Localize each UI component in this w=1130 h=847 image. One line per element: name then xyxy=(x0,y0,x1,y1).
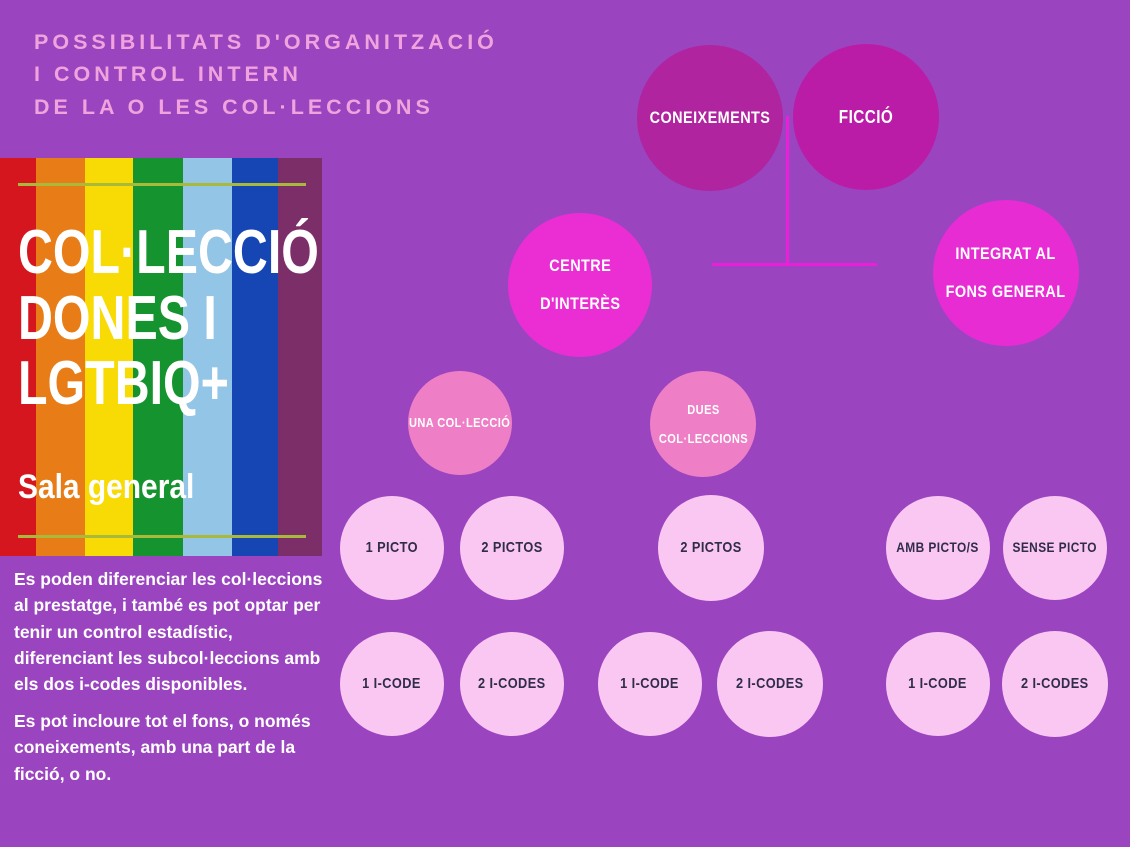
node-picto-1-label: 1 PICTO xyxy=(365,539,419,557)
note-paragraph-1: Es poden diferenciar les col·leccions al… xyxy=(14,569,323,694)
red-stripe xyxy=(0,158,36,556)
node-icodes-2-left: 2 I-CODES xyxy=(460,632,564,736)
node-ficcio: FICCIÓ xyxy=(793,44,939,190)
node-icode-1-mid: 1 I-CODE xyxy=(598,632,702,736)
node-icodes-2-right-label: 2 I-CODES xyxy=(1021,675,1089,693)
poster-heading-line-3: LGTBIQ+ xyxy=(18,349,229,419)
node-una-colleccio: UNA COL·LECCIÓ xyxy=(408,371,512,475)
poster-heading: COL·LECCIÓ DONES I LGTBIQ+ xyxy=(18,220,319,417)
node-sense-picto-label: SENSE PICTO xyxy=(1012,539,1098,556)
node-sense-picto: SENSE PICTO xyxy=(1003,496,1107,600)
pride-flag-poster: COL·LECCIÓ DONES I LGTBIQ+ Sala general xyxy=(0,158,322,556)
note-paragraph-2: Es pot incloure tot el fons, o només con… xyxy=(14,711,311,784)
node-pictos-2-left: 2 PICTOS xyxy=(460,496,564,600)
node-icodes-2-mid-label: 2 I-CODES xyxy=(736,675,804,693)
node-icodes-2-left-label: 2 I-CODES xyxy=(478,675,546,693)
node-icode-1-right: 1 I-CODE xyxy=(886,632,990,736)
green-stripe xyxy=(133,158,183,556)
light-blue-stripe xyxy=(183,158,232,556)
yellow-stripe xyxy=(85,158,133,556)
node-pictos-2-left-label: 2 PICTOS xyxy=(481,539,543,557)
node-ficcio-label: FICCIÓ xyxy=(838,106,894,127)
page-title-line-2: I CONTROL INTERN xyxy=(34,62,302,87)
page-title: POSSIBILITATS D'ORGANITZACIÓ I CONTROL I… xyxy=(34,26,498,123)
node-amb-pictos-label: AMB PICTO/S xyxy=(896,539,980,556)
node-amb-pictos: AMB PICTO/S xyxy=(886,496,990,600)
node-icodes-2-right: 2 I-CODES xyxy=(1002,631,1108,737)
connector-horizontal-line xyxy=(712,263,877,266)
node-una-colleccio-label: UNA COL·LECCIÓ xyxy=(409,415,511,431)
node-coneixements: CONEIXEMENTS xyxy=(637,45,783,191)
node-icode-1-mid-label: 1 I-CODE xyxy=(620,675,680,693)
blue-stripe xyxy=(232,158,278,556)
orange-stripe xyxy=(36,158,85,556)
poster-heading-line-1: COL·LECCIÓ xyxy=(18,218,319,287)
page-title-line-3: DE LA O LES COL·LECCIONS xyxy=(34,94,434,119)
node-icodes-2-mid: 2 I-CODES xyxy=(717,631,823,737)
poster-accent-line-top xyxy=(18,183,306,186)
poster-subtitle: Sala general xyxy=(18,468,195,506)
node-pictos-2-mid: 2 PICTOS xyxy=(658,495,764,601)
rainbow-stripes xyxy=(0,158,322,556)
node-icode-1-left: 1 I-CODE xyxy=(340,632,444,736)
poster-accent-line-bottom xyxy=(18,535,306,538)
page-title-line-1: POSSIBILITATS D'ORGANITZACIÓ xyxy=(34,30,498,54)
node-icode-1-right-label: 1 I-CODE xyxy=(908,675,968,693)
connector-vertical-line xyxy=(786,116,789,266)
dark-purple-stripe xyxy=(278,158,322,556)
poster-heading-line-2: DONES I xyxy=(18,283,217,353)
node-coneixements-label: CONEIXEMENTS xyxy=(649,107,771,127)
node-pictos-2-mid-label: 2 PICTOS xyxy=(680,539,742,557)
node-picto-1: 1 PICTO xyxy=(340,496,444,600)
node-icode-1-left-label: 1 I-CODE xyxy=(362,675,422,693)
poster-text: COL·LECCIÓ DONES I LGTBIQ+ Sala general xyxy=(18,220,404,506)
